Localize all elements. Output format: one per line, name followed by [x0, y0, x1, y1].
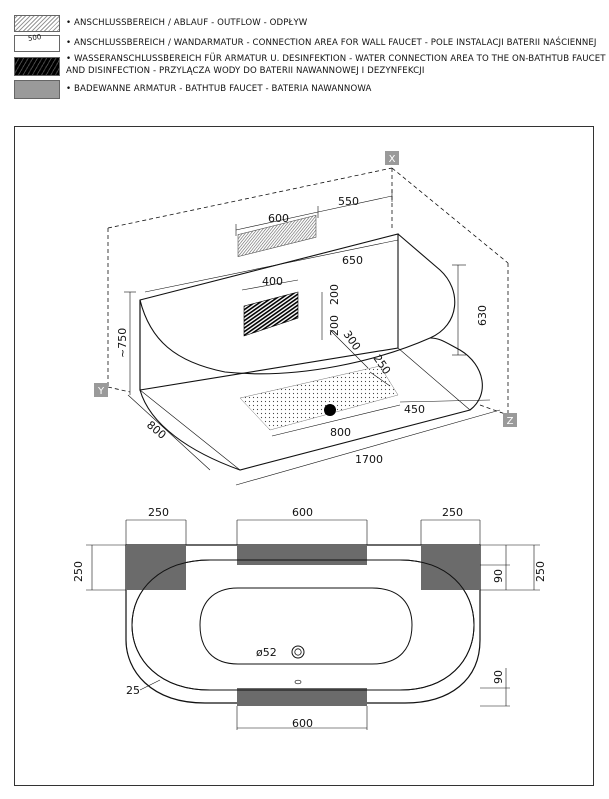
iso-dim-800a: 800: [144, 418, 168, 441]
iso-dimension-lines: [124, 190, 501, 486]
plan-faucet-zone-top-center: [237, 545, 367, 565]
plan-basin: [199, 587, 413, 665]
drawing-frame: [14, 126, 594, 786]
plan-outer-outline: [125, 544, 481, 704]
iso-water-connection-area: [243, 291, 299, 337]
iso-wall-faucet-area: [237, 214, 317, 258]
iso-dim-300: 300: [341, 328, 364, 353]
iso-dim-1700: 1700: [355, 453, 383, 466]
plan-dimension-lines: [86, 519, 540, 730]
plan-overflow-icon: [294, 679, 302, 685]
legend-row-water-connection: • WASSERANSCHLUSSBEREICH FÜR ARMATUR U. …: [14, 54, 606, 81]
iso-dim-200b: 200: [328, 315, 341, 336]
axis-x-label: X: [389, 154, 396, 165]
iso-dashed-envelope: [107, 167, 509, 416]
iso-front-shell: [139, 300, 483, 471]
iso-outflow-area: [239, 365, 399, 431]
iso-dim-200a: 200: [328, 284, 341, 305]
plan-dimension-texts: 250 600 250 250 90 250 90 25 ø52 600: [72, 506, 547, 730]
plan-dim-52: ø52: [256, 646, 277, 659]
legend-text-bathtub-faucet: • BADEWANNE ARMATUR - BATHTUB FAUCET - B…: [66, 84, 372, 94]
iso-dim-630: 630: [476, 305, 489, 326]
plan-dim-250-right: 250: [442, 506, 463, 519]
isometric-view: [107, 167, 509, 486]
plan-dim-90-a: 90: [492, 569, 505, 583]
plan-dim-250-left: 250: [148, 506, 169, 519]
legend-text-outflow: • ANSCHLUSSBEREICH / ABLAUF - OUTFLOW - …: [66, 18, 308, 28]
axis-z-label: Z: [507, 416, 514, 427]
legend-row-outflow: • ANSCHLUSSBEREICH / ABLAUF - OUTFLOW - …: [14, 15, 594, 35]
plan-dim-90-b: 90: [492, 670, 505, 684]
iso-axis-markers: X Y Z: [94, 151, 517, 427]
plan-faucet-zone-top-left: [126, 545, 186, 590]
legend-row-wall-faucet: 500 • ANSCHLUSSBEREICH / WANDARMATUR - C…: [14, 33, 597, 55]
legend-text-water-connection-2: AND DISINFECTION - PRZYLĄCZA WODY DO BAT…: [66, 66, 425, 76]
plan-view: [86, 519, 540, 730]
plan-dim-250-vright: 250: [534, 561, 547, 582]
legend-text-water-connection: • WASSERANSCHLUSSBEREICH FÜR ARMATUR U. …: [66, 54, 606, 64]
outlined-swatch-icon: 500: [14, 33, 60, 52]
iso-dim-450: 450: [404, 403, 425, 416]
iso-dim-550: 550: [338, 195, 359, 208]
hatched-swatch-icon: [14, 15, 60, 32]
axis-y-label: Y: [97, 386, 105, 397]
plan-dim-25: 25: [126, 684, 140, 697]
legend-text-wall-faucet: • ANSCHLUSSBEREICH / WANDARMATUR - CONNE…: [66, 38, 597, 48]
legend: • ANSCHLUSSBEREICH / ABLAUF - OUTFLOW - …: [14, 15, 606, 101]
plan-dim-600-top: 600: [292, 506, 313, 519]
legend-row-bathtub-faucet: • BADEWANNE ARMATUR - BATHTUB FAUCET - B…: [14, 80, 594, 101]
plan-drain-icon: [291, 645, 305, 659]
iso-dim-750: ~750: [116, 328, 129, 358]
plan-faucet-zone-top-right: [421, 545, 480, 590]
iso-dim-600: 600: [268, 212, 289, 225]
plan-faucet-zone-bottom-center: [237, 688, 367, 706]
black-hatched-swatch-icon: [14, 57, 60, 76]
grey-swatch-icon: [14, 80, 60, 99]
iso-drain-icon: [324, 404, 336, 416]
iso-dim-650: 650: [342, 254, 363, 267]
iso-dim-800b: 800: [330, 426, 351, 439]
plan-dim-600-bottom: 600: [292, 717, 313, 730]
iso-outer-rim: [139, 233, 456, 375]
iso-dim-400: 400: [262, 275, 283, 288]
plan-dim-250-vleft: 250: [72, 561, 85, 582]
